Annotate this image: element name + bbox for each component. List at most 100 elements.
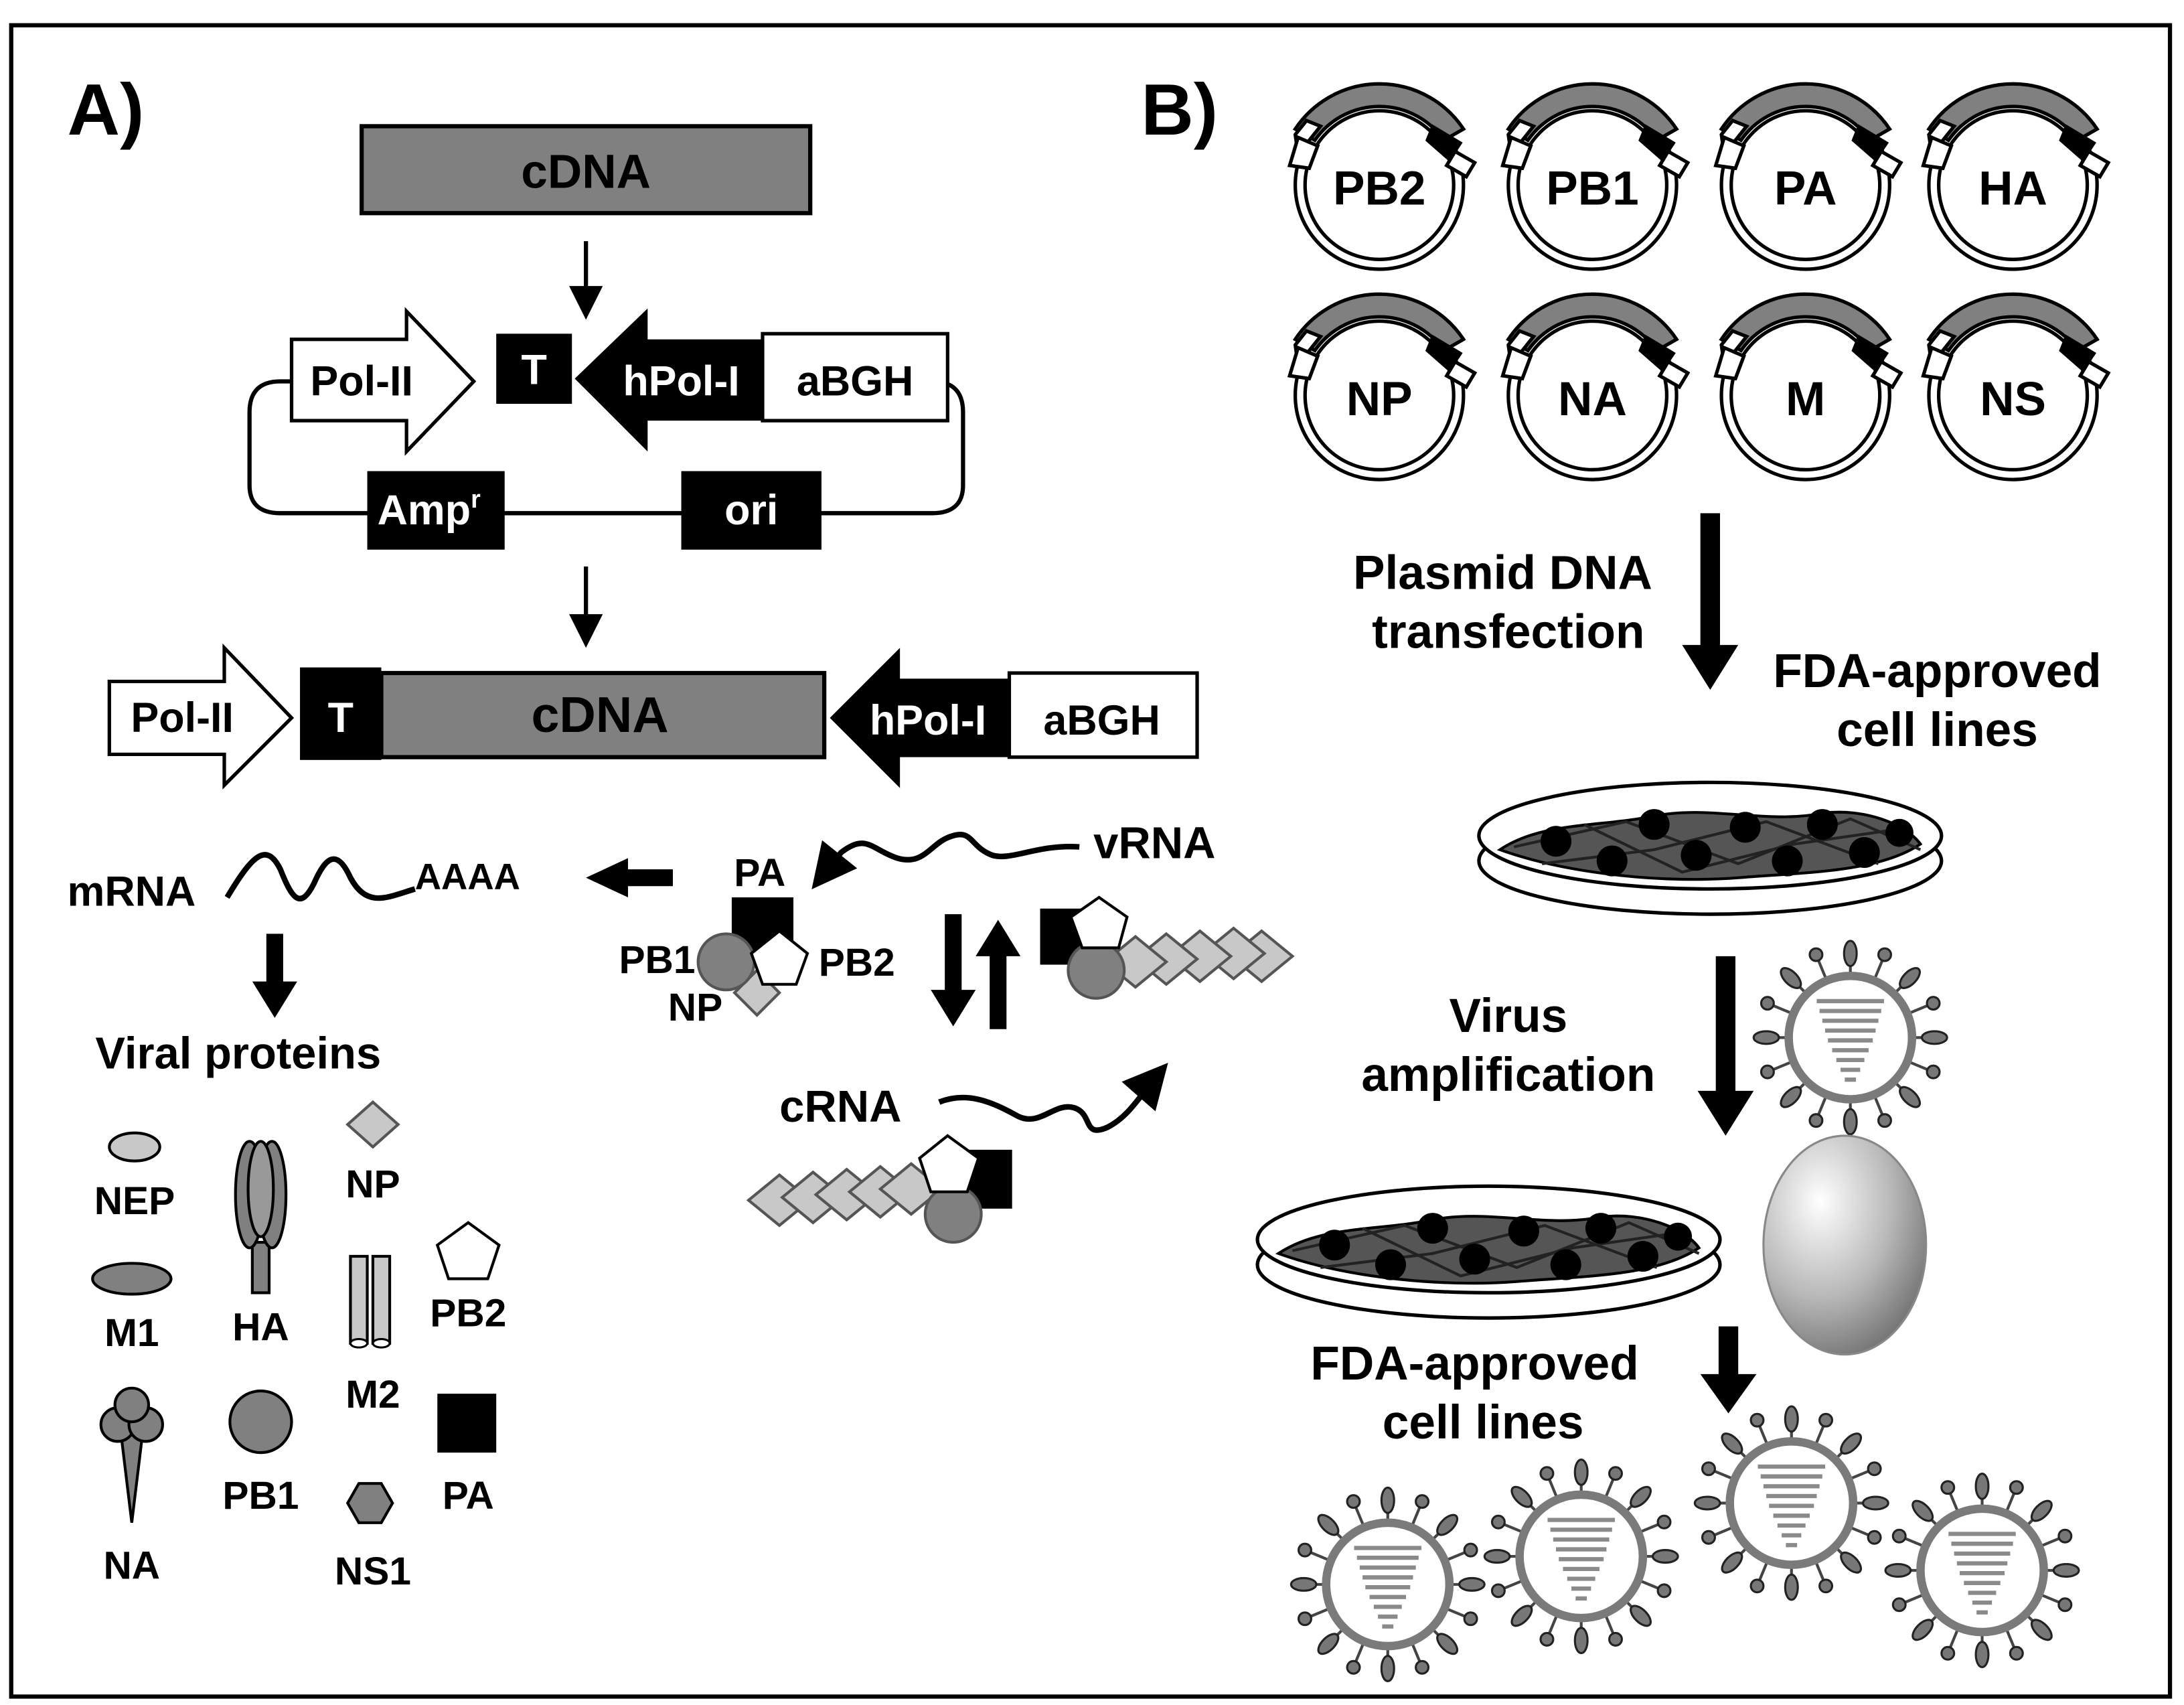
amplification-line1: Virus [1449, 990, 1567, 1043]
construct-hpol1-arrow [830, 648, 1010, 788]
protein-np-label: NP [345, 1163, 400, 1206]
plasmid-ha: HA [1924, 84, 2108, 269]
arrow-to-virions [1700, 1326, 1757, 1414]
nep-icon [108, 1131, 161, 1163]
construct-pol2-label: Pol-II [131, 694, 233, 741]
plasmid-t-box [496, 333, 572, 404]
vrna-label: vRNA [1093, 818, 1215, 868]
np-icon [345, 1100, 400, 1149]
plasmid-amp-label: Ampr [378, 485, 481, 534]
transfection-line2: transfection [1372, 605, 1644, 658]
plasmid-pb1: PB1 [1502, 84, 1687, 269]
cell-dish-1 [1479, 782, 1942, 914]
plasmid-label: PB1 [1546, 163, 1638, 216]
plasmid-hpol1-arrow [574, 308, 763, 452]
protein-ha-label: HA [232, 1306, 289, 1349]
plasmid-abgh-box [761, 331, 949, 423]
construct-hpol1-label: hPol-I [870, 697, 986, 744]
plasmid-label: HA [1978, 163, 2047, 216]
ns1-icon [345, 1482, 394, 1524]
rnp-np-label: NP [668, 986, 722, 1029]
egg-icon [1762, 1134, 1928, 1356]
plasmid-label: NA [1558, 373, 1627, 426]
virion-4 [1885, 1474, 2079, 1667]
construct-abgh-label: aBGH [1043, 697, 1160, 744]
plasmid-abgh-label: aBGH [797, 358, 913, 404]
plasmid-label: PB2 [1333, 163, 1425, 216]
arrow-mrna-to-proteins [252, 934, 297, 1019]
cdna-top-label: cDNA [521, 146, 651, 199]
plasmid-pol2-label: Pol-II [310, 358, 412, 404]
figure-frame [9, 23, 2173, 1699]
arrow-amplification [1697, 956, 1754, 1136]
virion-2 [1484, 1460, 1678, 1653]
cells2-line1: FDA-approved [1310, 1337, 1638, 1390]
protein-pb2-label: PB2 [430, 1292, 506, 1335]
plasmid-label: NS [1980, 373, 2046, 426]
construct-t-box [300, 667, 382, 760]
vrna-wave [811, 832, 1080, 889]
virion-3 [1695, 1406, 1888, 1600]
protein-m2-label: M2 [345, 1373, 400, 1416]
plasmid-backbone [247, 379, 965, 516]
transfection-line1: Plasmid DNA [1353, 546, 1652, 599]
plasmid-t-label: T [522, 347, 547, 394]
na-icon [99, 1386, 164, 1524]
virion-single [1753, 941, 1947, 1134]
rnp-complex [696, 897, 809, 1017]
m2-icon [349, 1254, 392, 1349]
construct-pol2-arrow [107, 643, 295, 790]
ha-icon [234, 1140, 288, 1294]
plasmid-pol2-arrow [289, 307, 477, 456]
panel-b-label: B) [1141, 69, 1218, 151]
mrna-polya-label: AAAA [415, 856, 520, 897]
protein-ns1-label: NS1 [335, 1550, 411, 1593]
plasmid-label: PA [1774, 163, 1837, 216]
rnp-pa-label: PA [734, 851, 785, 895]
construct-cdna-box [379, 670, 827, 759]
cdna-top-box [360, 124, 813, 216]
plasmid-pb2: PB2 [1290, 84, 1474, 269]
plasmid-m: M [1716, 294, 1901, 479]
construct-abgh-box [1007, 671, 1199, 759]
panel-a-label: A) [67, 69, 144, 151]
plasmid-hpol1-label: hPol-I [623, 358, 739, 404]
virion-1 [1291, 1487, 1484, 1681]
cells1-line2: cell lines [1837, 704, 2038, 757]
plasmid-label: M [1786, 373, 1825, 426]
arrow-to-mrna [586, 858, 673, 897]
arrow-down-vrna-crna [931, 914, 976, 1027]
cells2-line2: cell lines [1383, 1396, 1584, 1449]
vrnp-complex [1040, 895, 1295, 1000]
rnp-pb2-label: PB2 [819, 941, 895, 984]
crna-label: cRNA [779, 1082, 901, 1132]
plasmid-grid: PB2 PB1 PA HA NP NA M NS [1290, 84, 2108, 479]
plasmid-na: NA [1502, 294, 1687, 479]
viral-proteins-title: Viral proteins [95, 1028, 381, 1078]
rnp-pb1-label: PB1 [619, 938, 695, 982]
cells1-line1: FDA-approved [1773, 645, 2101, 698]
crna-wave [938, 1063, 1168, 1133]
plasmid-ori-box [681, 471, 822, 550]
pa-icon [437, 1394, 497, 1453]
plasmid-ns: NS [1924, 294, 2108, 479]
mrna-label: mRNA [67, 869, 196, 915]
crnp-complex [746, 1134, 1012, 1244]
construct-t-label: T [328, 694, 354, 741]
pb1-icon [228, 1389, 293, 1455]
plasmid-ori-label: ori [724, 487, 778, 534]
construct-cdna-label: cDNA [532, 686, 669, 743]
pb2-icon [435, 1221, 501, 1280]
arrow-transfection [1682, 513, 1739, 690]
plasmid-pa: PA [1716, 84, 1901, 269]
protein-na-label: NA [103, 1544, 160, 1588]
cell-dish-2 [1257, 1186, 1720, 1318]
mrna-wave [224, 852, 416, 901]
protein-nep-label: NEP [94, 1179, 175, 1223]
protein-m1-label: M1 [104, 1311, 159, 1355]
plasmid-label: NP [1346, 373, 1413, 426]
protein-pb1-label: PB1 [222, 1474, 299, 1517]
protein-pa-label: PA [443, 1474, 494, 1517]
plasmid-np: NP [1290, 294, 1474, 479]
